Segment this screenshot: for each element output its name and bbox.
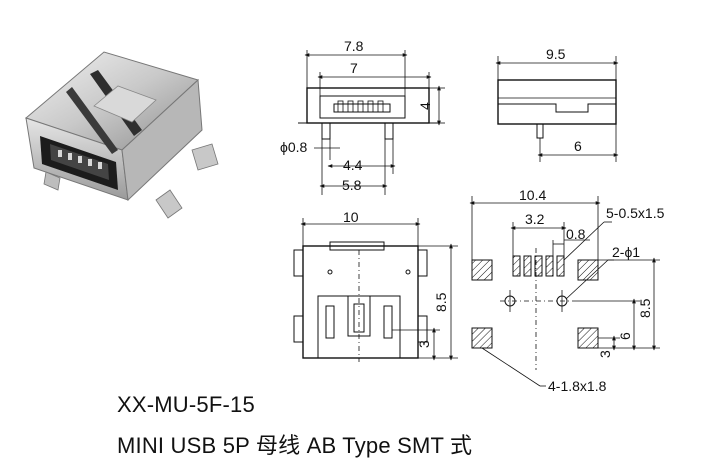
- dim-pin-pads: 5-0.5x1.5: [606, 205, 665, 221]
- dim-top-length: 8.5: [433, 292, 449, 312]
- connector-photo: [24, 51, 219, 219]
- product-description: MINI USB 5P 母线 AB Type SMT 式: [117, 433, 473, 458]
- dim-pad-row-offset: 3: [597, 350, 613, 358]
- front-view: 7.8 7 4 ϕ0.8 4.4 5.8: [280, 38, 445, 195]
- pcb-footprint: 10.4 3.2 0.8 5-0.5x1.5 2-ϕ1 8.5 6 3 4-1.…: [469, 187, 665, 394]
- dim-pin-pitch: 0.8: [566, 226, 586, 242]
- dim-holes: 2-ϕ1: [612, 244, 640, 260]
- dim-leg-diameter: ϕ0.8: [280, 139, 308, 155]
- dim-leg-pitch: 4.4: [343, 157, 363, 173]
- dim-front-outer-width: 7.8: [344, 38, 364, 54]
- dim-hole-row-offset: 6: [617, 332, 633, 340]
- dim-side-leg-position: 6: [574, 138, 582, 154]
- dim-top-width: 10: [343, 209, 359, 225]
- side-view: 9.5 6: [495, 46, 619, 162]
- dim-top-leg-offset: 3: [416, 340, 432, 348]
- dim-mount-pads: 4-1.8x1.8: [548, 378, 607, 394]
- dim-footprint-length: 8.5: [637, 298, 653, 318]
- dim-footprint-width: 10.4: [519, 187, 546, 203]
- dim-pin-span: 3.2: [525, 211, 545, 227]
- top-view: 10 8.5 3: [293, 209, 458, 362]
- dim-front-height: 4: [417, 102, 433, 110]
- model-code: XX-MU-5F-15: [117, 392, 255, 417]
- dim-leg-outer: 5.8: [342, 177, 362, 193]
- dim-side-length: 9.5: [546, 46, 566, 62]
- dim-front-inner-width: 7: [350, 60, 358, 76]
